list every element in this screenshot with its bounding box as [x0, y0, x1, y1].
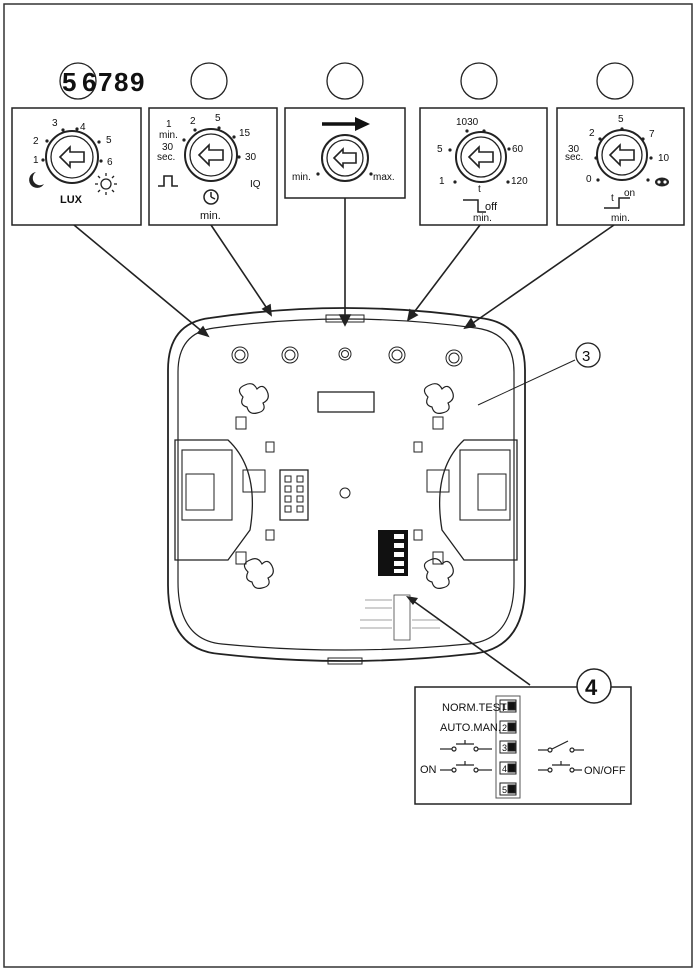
time-unit: min. — [200, 210, 221, 222]
svg-text:2: 2 — [33, 136, 39, 147]
svg-text:10: 10 — [658, 153, 670, 164]
svg-text:6: 6 — [107, 157, 113, 168]
toggle-symbol-right — [538, 740, 584, 753]
auto-man-label: AUTO.MAN. — [440, 722, 501, 734]
svg-text:1: 1 — [166, 119, 172, 130]
leader-lines — [73, 198, 615, 338]
infinity-icon — [655, 177, 669, 187]
svg-text:30: 30 — [162, 142, 174, 153]
svg-text:3: 3 — [582, 348, 590, 365]
svg-text:1: 1 — [33, 155, 39, 166]
svg-text:3: 3 — [502, 743, 507, 753]
svg-text:120: 120 — [511, 176, 528, 187]
callout-4-label: 4 — [585, 675, 598, 700]
svg-text:2: 2 — [190, 116, 196, 127]
pushbutton-symbol-left — [440, 740, 492, 752]
svg-text:4: 4 — [502, 764, 507, 774]
knob-arrow-icon — [197, 143, 224, 167]
svg-text:2: 2 — [589, 128, 595, 139]
label-7: 7 — [98, 67, 112, 97]
circle-6 — [190, 62, 228, 100]
on-label: on — [624, 188, 635, 199]
on-off-label: ON/OFF — [584, 765, 626, 777]
svg-text:15: 15 — [239, 128, 251, 139]
svg-text:5: 5 — [437, 144, 443, 155]
svg-text:5: 5 — [106, 135, 112, 146]
device-base — [167, 307, 526, 665]
norm-test-label: NORM.TEST — [442, 702, 507, 714]
svg-text:min.: min. — [159, 130, 178, 141]
svg-text:3: 3 — [52, 118, 58, 129]
step-off-icon — [463, 199, 486, 213]
page-border — [3, 3, 693, 968]
label-5: 5 — [62, 67, 76, 97]
svg-text:0: 0 — [586, 174, 592, 185]
device-dials — [231, 346, 463, 367]
svg-text:60: 60 — [512, 144, 524, 155]
on-unit: min. — [611, 213, 630, 224]
clock-icon — [203, 189, 219, 205]
circle-9 — [596, 62, 634, 100]
label-8: 8 — [114, 67, 128, 97]
panel-off-delay: 1030 5 60 1 120 t off min. — [419, 107, 548, 226]
svg-text:5: 5 — [618, 114, 624, 125]
panel-lux: 1 2 3 4 5 6 LUX — [11, 107, 142, 226]
panel-number-circles — [59, 62, 634, 100]
on-switch-label: ON — [420, 764, 437, 776]
svg-text:2: 2 — [502, 723, 507, 733]
panel-time: 1 min. 30 sec. 2 5 15 30 IQ min. — [148, 107, 278, 226]
off-unit: min. — [473, 213, 492, 224]
circle-7 — [326, 62, 364, 100]
step-on-icon — [604, 197, 630, 209]
t-label: t — [478, 184, 481, 195]
t-label-on: t — [611, 193, 614, 204]
knob-arrow-icon — [608, 143, 635, 167]
knob-arrow-icon — [467, 145, 494, 169]
min-label: min. — [292, 172, 311, 183]
dip-switch-detail: 4 1 2 3 4 5 NORM.TEST AUTO.MAN. ON — [406, 596, 632, 805]
svg-text:7: 7 — [649, 129, 655, 140]
pulse-icon — [158, 175, 178, 187]
knob-arrow-icon — [332, 147, 357, 169]
svg-text:4: 4 — [80, 122, 86, 133]
circle-5 — [59, 62, 97, 100]
moon-icon — [29, 172, 44, 188]
iq-label: IQ — [250, 179, 261, 190]
svg-text:30: 30 — [245, 152, 257, 163]
lux-label: LUX — [60, 194, 83, 206]
svg-text:sec.: sec. — [157, 152, 175, 163]
pushbutton-symbol-left-2 — [440, 761, 492, 773]
svg-text:1: 1 — [439, 176, 445, 187]
panel-number-labels: 5 6 7 8 9 — [62, 67, 144, 97]
sun-icon — [95, 173, 117, 195]
off-label: off — [485, 201, 498, 213]
svg-text:1030: 1030 — [456, 117, 479, 128]
knob-arrow-icon — [58, 145, 85, 169]
svg-text:5: 5 — [502, 785, 507, 795]
panel-on-delay: 5 2 7 30 sec. 10 0 t on min. — [556, 107, 685, 226]
circle-8 — [460, 62, 498, 100]
max-label: max. — [373, 172, 395, 183]
label-9: 9 — [130, 67, 144, 97]
arrow-right-icon — [322, 117, 370, 131]
device-dip-switch — [360, 530, 440, 641]
svg-text:5: 5 — [215, 113, 221, 124]
pushbutton-symbol-right — [538, 761, 582, 773]
svg-text:sec.: sec. — [565, 152, 583, 163]
label-6: 6 — [82, 67, 96, 97]
svg-text:1: 1 — [502, 702, 507, 712]
svg-text:30: 30 — [568, 144, 580, 155]
dip-switches — [499, 699, 517, 796]
callout-3: 3 — [477, 342, 601, 406]
panel-sensitivity: min. max. — [284, 107, 406, 199]
